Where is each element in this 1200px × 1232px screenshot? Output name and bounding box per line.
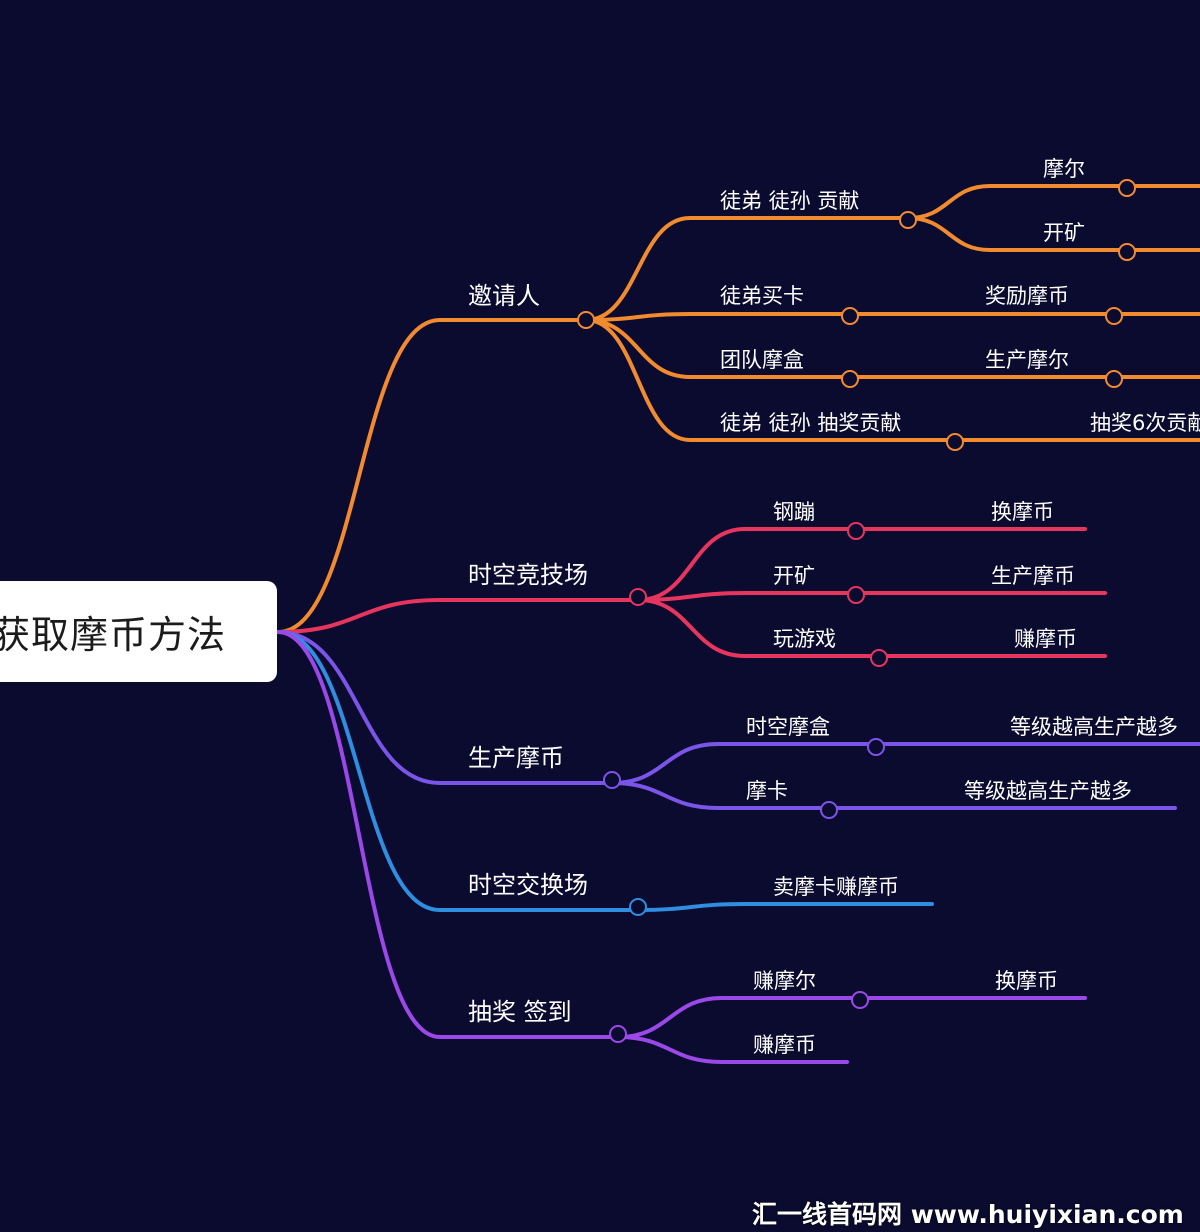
node-team-box[interactable] [841, 370, 859, 388]
edge-contribution-mole [906, 184, 1200, 220]
branch-produce-label[interactable]: 生产摩币 [468, 744, 564, 772]
node-arena[interactable] [629, 588, 647, 606]
edge-exchange-sell [636, 902, 934, 912]
edge-root-invite [276, 318, 588, 634]
node-lottery-contribution[interactable] [946, 433, 964, 451]
node-exchange[interactable] [629, 898, 647, 916]
invite-child-contribution[interactable]: 徒弟 徒孙 贡献 [720, 189, 860, 213]
produce-child-mocard[interactable]: 摩卡 [746, 779, 788, 803]
root-node-label: 获取摩币方法 [0, 613, 227, 657]
edge-root-lottery [276, 630, 620, 1039]
invite-grandchild-reward-coin[interactable]: 奖励摩币 [985, 284, 1069, 308]
edge-lottery-coin [616, 1035, 849, 1064]
edge-lottery-mole [616, 996, 1087, 1039]
node-mocard[interactable] [820, 801, 838, 819]
invite-child-buy-card[interactable]: 徒弟买卡 [720, 284, 804, 308]
invite-child-team-box[interactable]: 团队摩盒 [720, 348, 804, 372]
node-reward-coin[interactable] [1105, 307, 1123, 325]
node-arena-mining[interactable] [847, 586, 865, 604]
invite-child-lottery-contribution[interactable]: 徒弟 徒孙 抽奖贡献 [720, 411, 902, 435]
branch-lottery-label[interactable]: 抽奖 签到 [468, 998, 572, 1026]
arena-child-play-game[interactable]: 玩游戏 [773, 627, 836, 651]
edge-arena-coin [636, 527, 1087, 602]
invite-grandchild-mining[interactable]: 开矿 [1043, 221, 1085, 245]
node-arena-game[interactable] [870, 649, 888, 667]
node-invite[interactable] [577, 311, 595, 329]
invite-grandchild-lottery-six[interactable]: 抽奖6次贡献 [1090, 411, 1200, 435]
node-arena-coin[interactable] [847, 522, 865, 540]
lottery-child-earn-mole[interactable]: 赚摩尔 [753, 969, 816, 993]
arena-grandchild-exchange-coin[interactable]: 换摩币 [991, 500, 1054, 524]
edge-contribution-mining [906, 216, 1200, 252]
mindmap-edges [276, 184, 1200, 1064]
arena-child-mining[interactable]: 开矿 [773, 564, 815, 588]
node-produce[interactable] [603, 771, 621, 789]
edge-produce-mocard [610, 781, 1177, 810]
node-contribution[interactable] [899, 211, 917, 229]
invite-grandchild-produce-mole[interactable]: 生产摩尔 [985, 348, 1069, 372]
edge-arena-mining [636, 591, 1107, 602]
edge-root-exchange [276, 630, 640, 912]
produce-grandchild-level-more-1[interactable]: 等级越高生产越多 [1010, 715, 1178, 739]
node-produce-mole[interactable] [1105, 370, 1123, 388]
arena-grandchild-earn-coin[interactable]: 赚摩币 [1014, 627, 1077, 651]
arena-child-coin[interactable]: 钢蹦 [773, 500, 815, 524]
edge-invite-contribution [584, 216, 910, 322]
branch-exchange-label[interactable]: 时空交换场 [468, 871, 588, 899]
lottery-child-earn-coin[interactable]: 赚摩币 [753, 1033, 816, 1057]
lottery-grandchild-exchange-coin[interactable]: 换摩币 [995, 969, 1058, 993]
edge-root-produce [276, 630, 614, 785]
watermark-text: 汇一线首码网 www.huiyixian.com [752, 1200, 1184, 1229]
exchange-child-sell-card[interactable]: 卖摩卡赚摩币 [773, 875, 899, 899]
root-node[interactable]: 获取摩币方法 [0, 581, 277, 682]
edge-invite-team-box [584, 318, 1200, 379]
branch-invite-label[interactable]: 邀请人 [468, 282, 540, 310]
node-time-box[interactable] [867, 738, 885, 756]
edge-invite-buy-card [584, 312, 1200, 322]
edge-arena-game [636, 598, 1107, 658]
mindmap-node-markers [577, 179, 1136, 1043]
node-buy-card[interactable] [841, 307, 859, 325]
edge-invite-lottery [584, 318, 1200, 442]
edge-produce-time-box [610, 742, 1200, 785]
produce-grandchild-level-more-2[interactable]: 等级越高生产越多 [964, 779, 1132, 803]
node-earn-mole[interactable] [851, 991, 869, 1009]
invite-grandchild-mole[interactable]: 摩尔 [1043, 157, 1085, 181]
node-mining[interactable] [1118, 243, 1136, 261]
node-mole[interactable] [1118, 179, 1136, 197]
arena-grandchild-produce-coin[interactable]: 生产摩币 [991, 564, 1075, 588]
node-lottery[interactable] [609, 1025, 627, 1043]
edge-root-arena [276, 598, 640, 634]
produce-child-time-box[interactable]: 时空摩盒 [746, 715, 830, 739]
branch-arena-label[interactable]: 时空竞技场 [468, 561, 588, 589]
